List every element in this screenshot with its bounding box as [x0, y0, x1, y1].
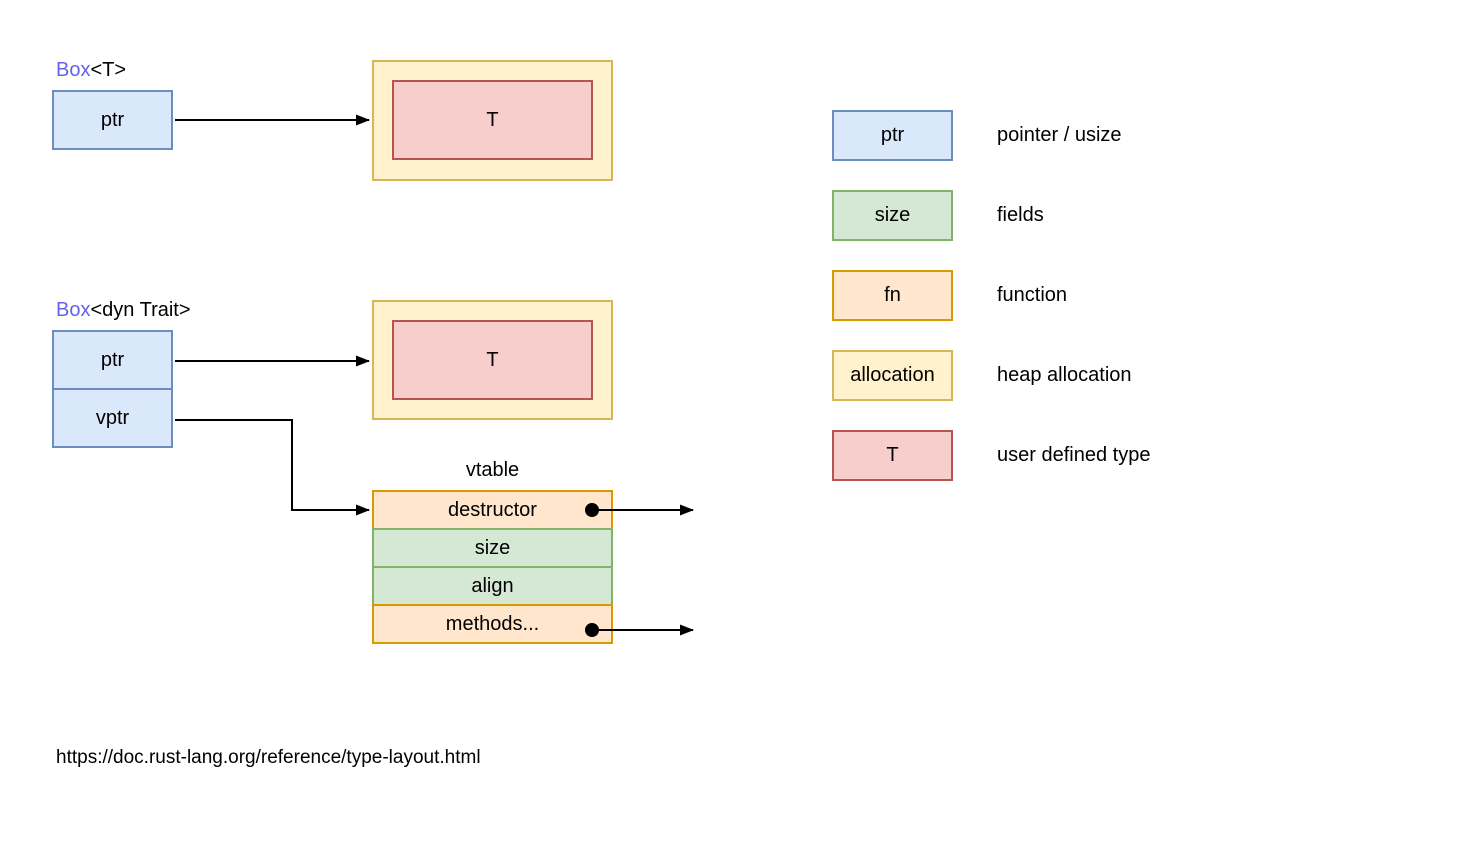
arrow-boxdyn-vptr-to-vtable	[175, 419, 370, 516]
legend-swatch-fields: size	[832, 190, 953, 241]
box-t-title-accent: Box	[56, 59, 91, 81]
source-url-text: https://doc.rust-lang.org/reference/type…	[56, 747, 481, 768]
legend-label-type: user defined type	[997, 444, 1151, 466]
legend-label-allocation: heap allocation	[997, 364, 1132, 386]
vtable-row-size: size	[372, 528, 613, 568]
legend-label-pointer: pointer / usize	[997, 124, 1122, 146]
box-t-title-rest: <T>	[90, 59, 127, 81]
legend-swatch-allocation: allocation	[832, 350, 953, 401]
vtable-title: vtable	[465, 459, 520, 481]
vtable: destructor size align methods...	[372, 490, 613, 644]
box-dyn-type-box: T	[392, 320, 593, 400]
box-t-heap-allocation: T	[372, 60, 613, 181]
box-dyn-heap-allocation: T	[372, 300, 613, 420]
vtable-row-destructor: destructor	[372, 490, 613, 530]
box-dyn-title-accent: Box	[56, 299, 91, 321]
box-dyn-ptr-cell: ptr	[52, 330, 173, 390]
vtable-row-methods: methods...	[372, 604, 613, 644]
legend-swatch-function: fn	[832, 270, 953, 321]
box-t-title: Box<T>	[56, 58, 126, 82]
legend-swatch-type: T	[832, 430, 953, 481]
legend-label-function: function	[997, 284, 1068, 306]
legend-swatch-pointer: ptr	[832, 110, 953, 161]
box-dyn-title: Box<dyn Trait>	[56, 298, 191, 322]
box-t-type-box: T	[392, 80, 593, 160]
box-dyn-title-rest: <dyn Trait>	[90, 299, 191, 321]
legend-label-fields: fields	[997, 204, 1044, 226]
box-dyn-vptr-cell: vptr	[52, 388, 173, 448]
box-t-ptr-cell: ptr	[52, 90, 173, 150]
vtable-row-align: align	[372, 566, 613, 606]
